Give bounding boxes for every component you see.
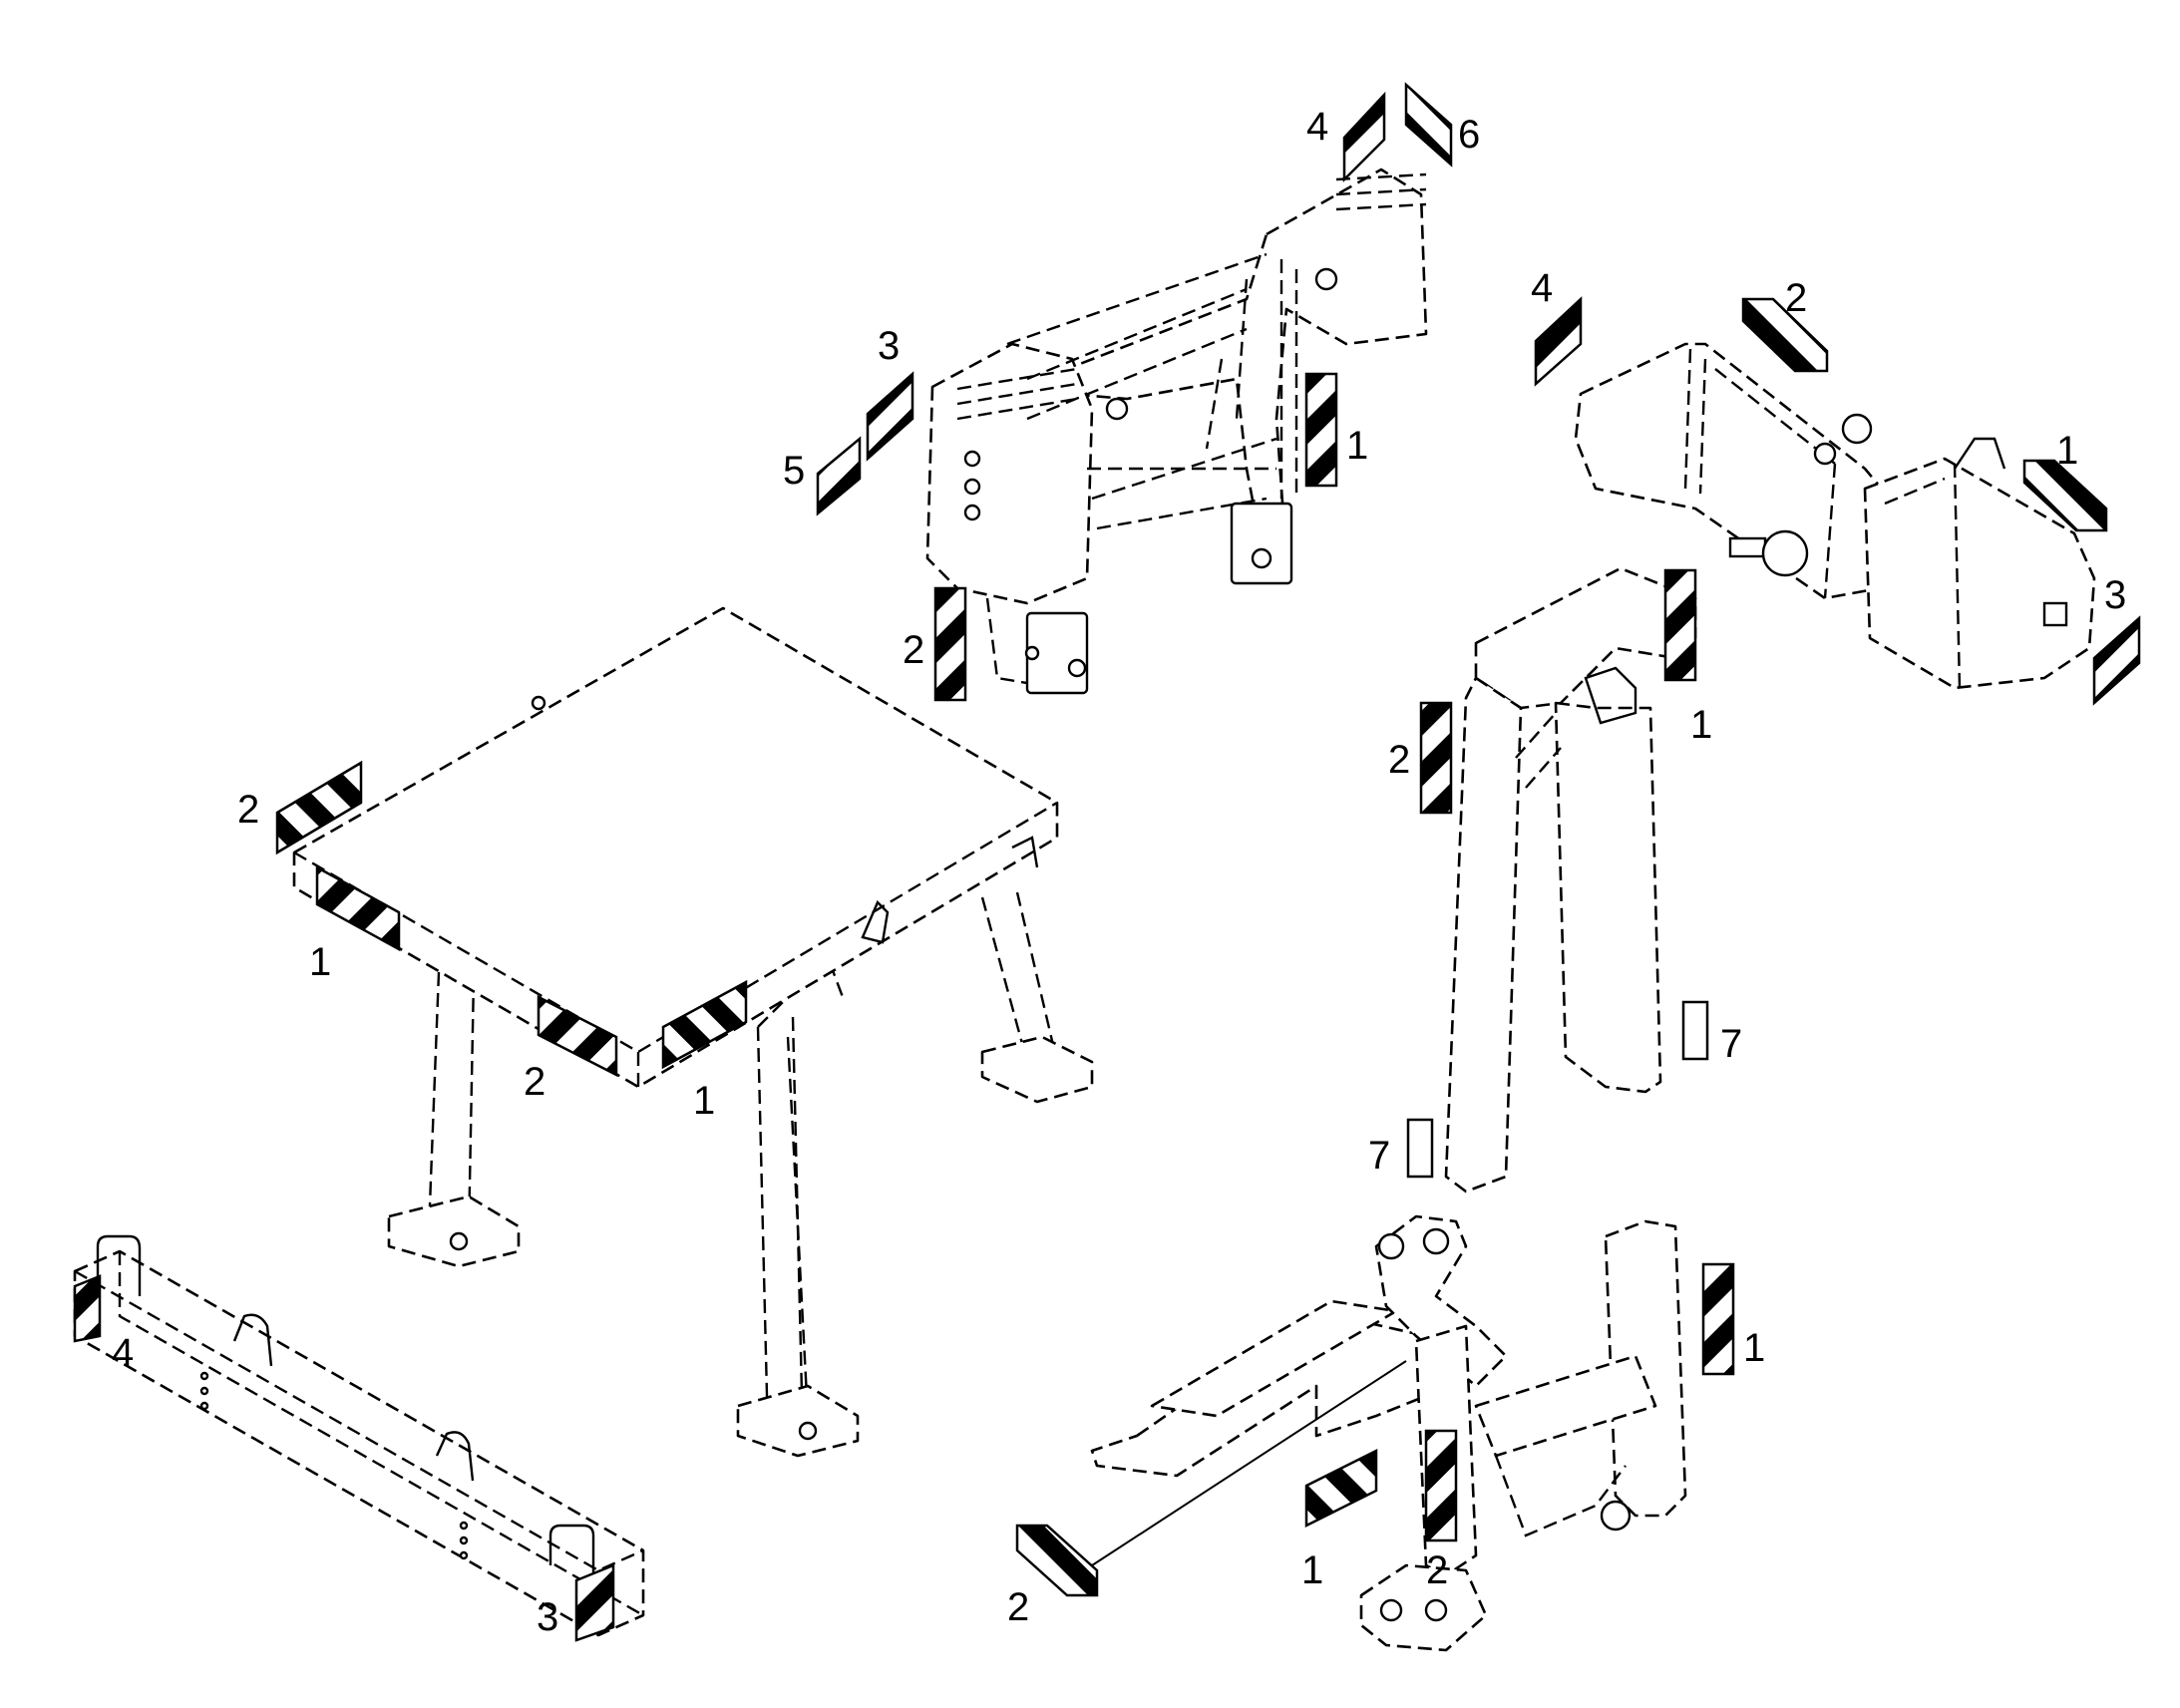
label-1-legs: [1663, 568, 1697, 682]
callout-4-right: 4: [1531, 266, 1553, 310]
callout-1-base-front: 1: [1301, 1548, 1323, 1592]
label-3-right: [2092, 615, 2141, 706]
callout-1-legs: 1: [1690, 703, 1712, 747]
support-legs: [1444, 566, 1697, 1194]
callout-5-cw: 5: [783, 449, 805, 493]
callout-2-right: 2: [1785, 276, 1807, 320]
callout-7-right: 7: [1720, 1022, 1742, 1066]
label-2-cw: [933, 586, 967, 702]
label-1-cw: [1304, 372, 1338, 488]
callout-2-cw: 2: [903, 628, 924, 672]
callout-3-cw: 3: [878, 324, 900, 368]
label-2-legs: [1419, 701, 1453, 815]
label-7-right: [1681, 1000, 1709, 1061]
leader-line-2: [1091, 1360, 1407, 1566]
label-5-cw: [816, 436, 862, 516]
control-box: [1574, 342, 2096, 690]
label-1-right: [2022, 459, 2108, 532]
callout-7-left: 7: [1368, 1134, 1390, 1178]
callout-2-base-col: 2: [1426, 1548, 1448, 1592]
callout-4-beam: 4: [112, 1331, 134, 1375]
callout-3-beam: 3: [537, 1595, 558, 1639]
label-1-table-left: [315, 864, 401, 952]
label-1-base: [1701, 1262, 1735, 1376]
label-6-top: [1404, 82, 1453, 168]
callout-6-top: 6: [1458, 113, 1480, 157]
cross-beam: [73, 1234, 645, 1637]
label-1-base-front: [1304, 1448, 1378, 1529]
callout-3-right: 3: [2104, 573, 2126, 617]
table-frame: [292, 606, 1094, 1458]
label-1-table-front: [661, 979, 748, 1070]
label-4-beam: [73, 1274, 102, 1343]
callout-2-legs: 2: [1388, 738, 1410, 782]
callout-2-table-front: 2: [524, 1060, 545, 1104]
label-2-base-col: [1424, 1429, 1458, 1542]
counterweight-frame: [925, 168, 1428, 695]
callout-numbers: 4 6 4 2 3 5 1 1 2 3 2 1 2 1 2 1 7 7 4 3 …: [112, 105, 2126, 1639]
labels: [73, 82, 2141, 1642]
callout-1-table-front: 1: [693, 1079, 715, 1123]
callout-4-top: 4: [1306, 105, 1328, 149]
label-2-table: [275, 760, 363, 855]
callout-1-cw: 1: [1346, 424, 1368, 468]
label-2-table-front: [537, 994, 618, 1078]
label-3-beam: [574, 1563, 615, 1642]
callout-2-loose: 2: [1007, 1585, 1029, 1629]
label-3-cw: [866, 371, 914, 462]
base-assembly: [1090, 1214, 1687, 1652]
label-2-right: [1741, 297, 1829, 373]
callout-1-base: 1: [1743, 1326, 1765, 1370]
callout-1-table-left: 1: [309, 940, 331, 984]
label-7-left: [1406, 1118, 1434, 1179]
callout-2-table: 2: [237, 788, 259, 832]
label-4-right: [1534, 296, 1583, 387]
label-4-top: [1342, 91, 1386, 183]
callout-1-right: 1: [2056, 429, 2078, 473]
label-2-loose: [1015, 1524, 1099, 1597]
